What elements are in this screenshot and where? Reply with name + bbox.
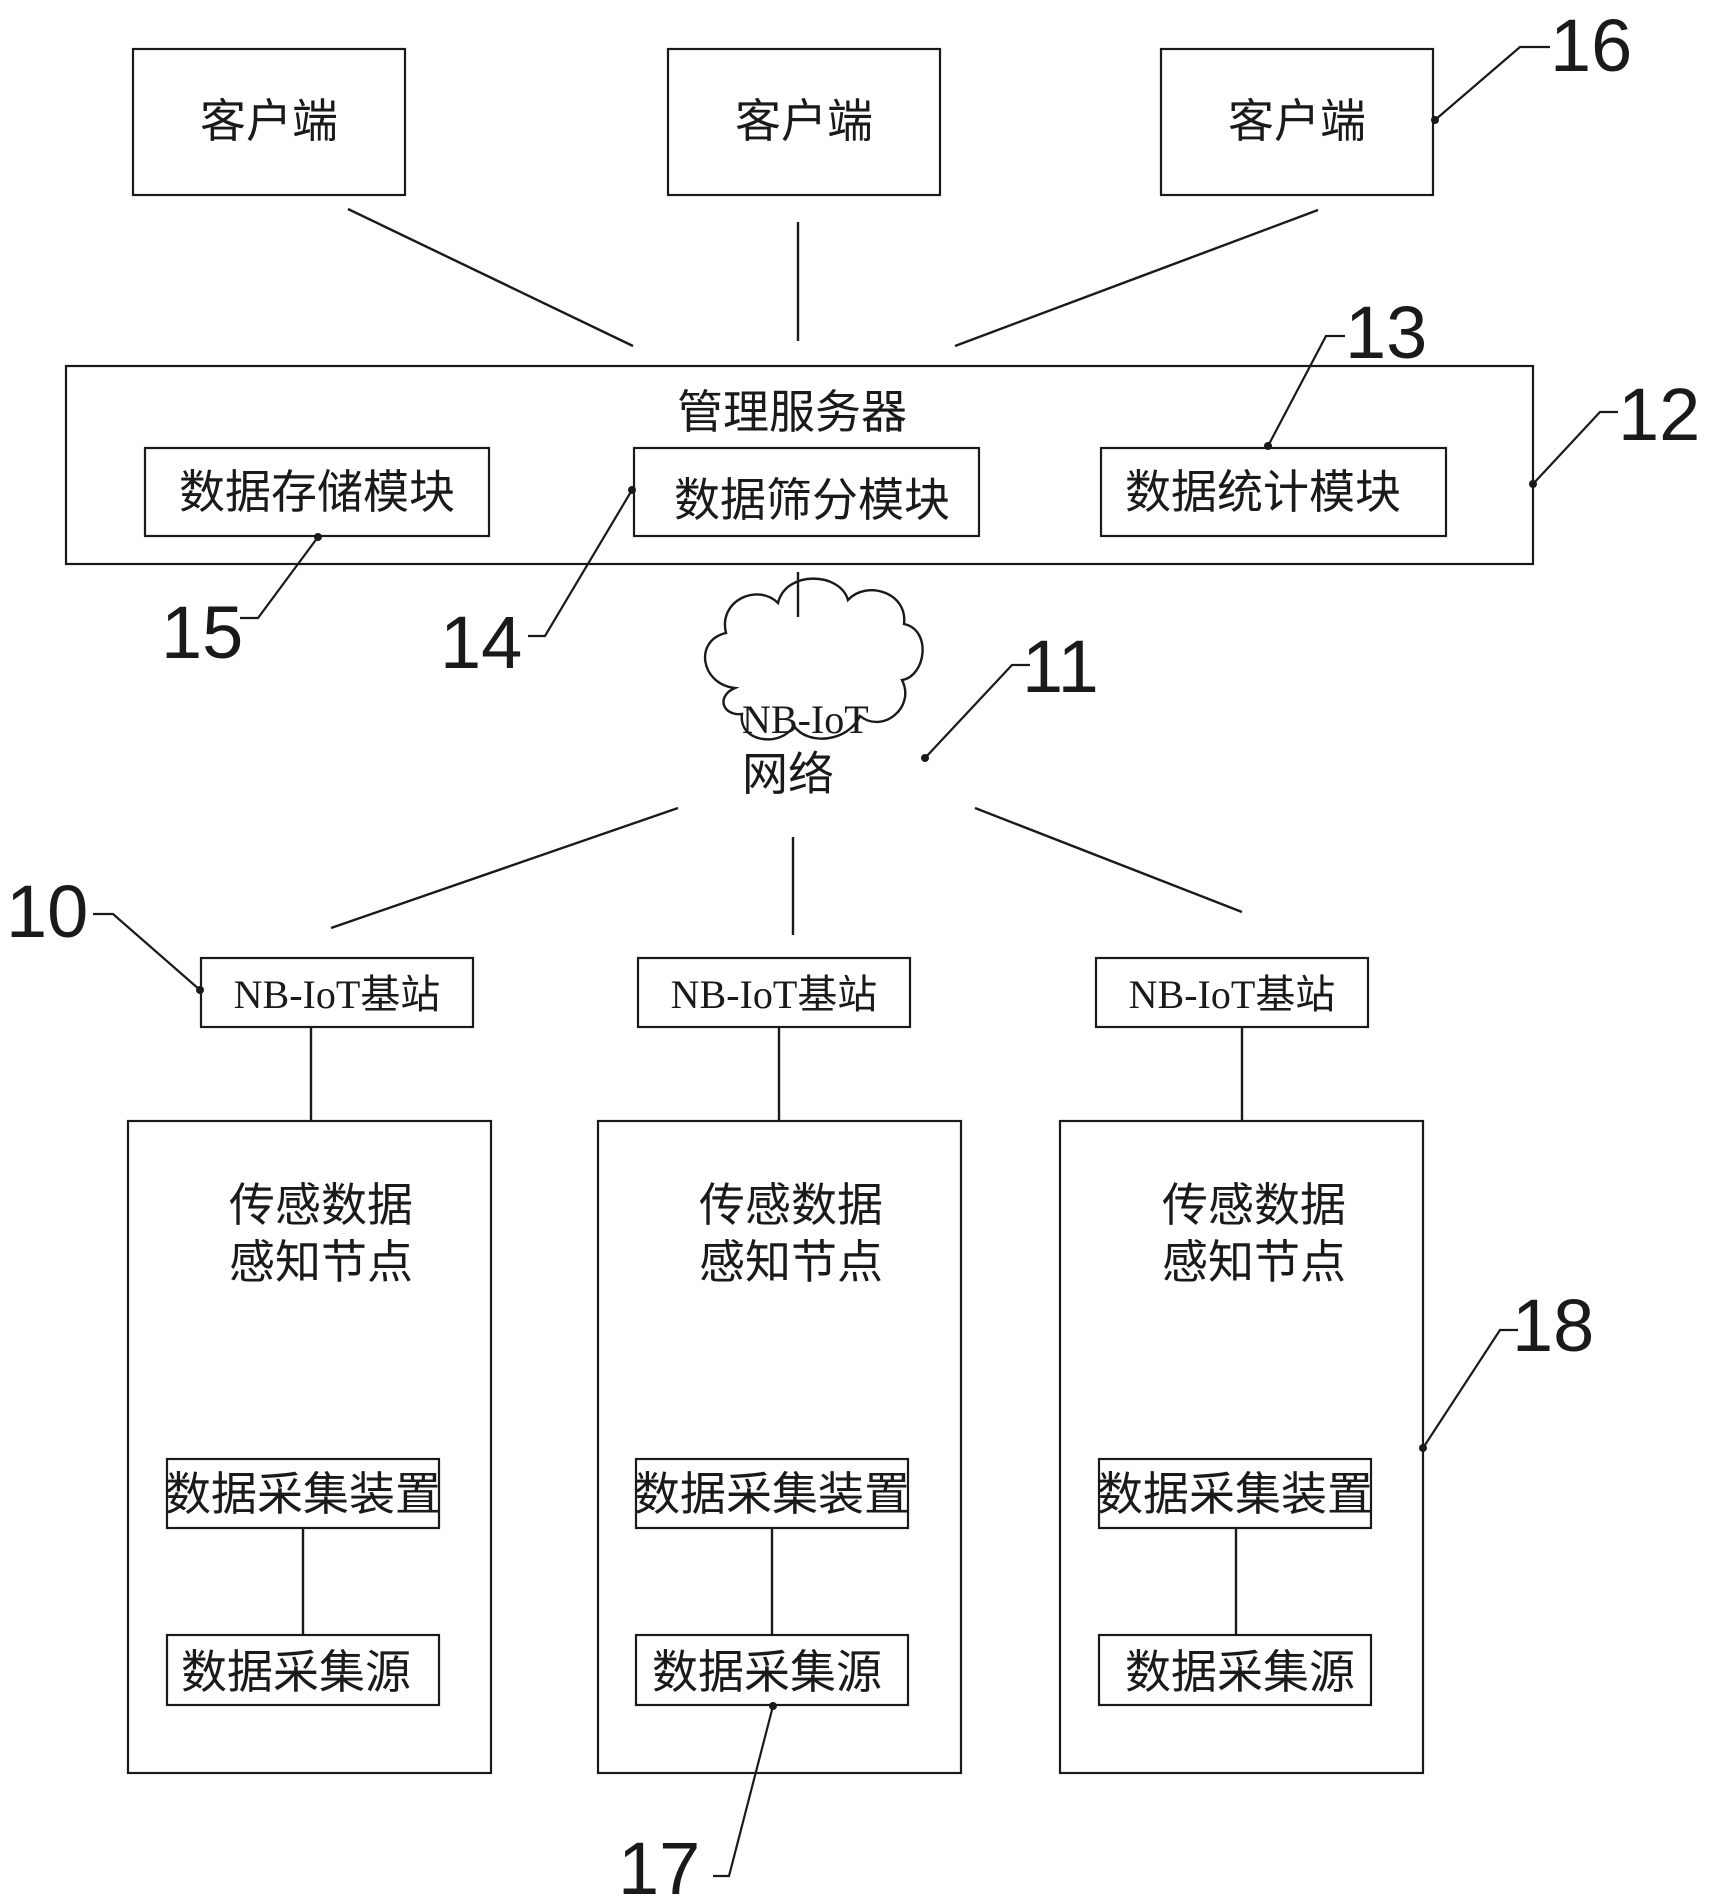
data-collection-device-box-1: [165, 1457, 441, 1530]
data-collection-device-label-2: 数据采集装置: [634, 1467, 910, 1521]
network-label-line1: NB-IoT: [742, 697, 869, 742]
data-collection-device-box-2: [634, 1457, 910, 1530]
ref-numeral-11: 11: [1022, 625, 1099, 708]
ref-numeral-17: 17: [618, 1827, 700, 1901]
connector-client1-server: [347, 207, 634, 348]
leader-13: [1267, 334, 1345, 447]
data-collection-source-label-2: 数据采集源: [652, 1645, 882, 1699]
leader-14: [528, 489, 633, 638]
data-collection-source-label-1: 数据采集源: [181, 1645, 411, 1699]
base-station-label-2: NB-IoT基站: [671, 972, 878, 1017]
leader-15: [240, 536, 319, 620]
leader-11: [924, 663, 1030, 759]
leader-18-dot: [1419, 1444, 1427, 1452]
nbiot-network-cloud: NB-IoT 网络: [703, 577, 924, 801]
base-station-box-2: NB-IoT基站: [636, 956, 912, 1029]
ref-numeral-12: 12: [1618, 373, 1700, 456]
sensor-node-title-1b: 感知节点: [229, 1235, 413, 1289]
storage-module-box: 数据存储模块: [143, 446, 491, 538]
sensor-node-title-2a: 传感数据: [699, 1178, 883, 1232]
data-collection-source-box-3: [1097, 1633, 1373, 1707]
leader-16-dot: [1431, 116, 1439, 124]
data-collection-source-label-3: 数据采集源: [1125, 1645, 1355, 1699]
filter-module-box: 数据筛分模块: [632, 446, 981, 538]
data-collection-source-box-1: [165, 1633, 441, 1707]
connector-network-bs3: [974, 806, 1243, 914]
sensor-node-title-2b: 感知节点: [699, 1235, 883, 1289]
data-collection-device-box-3: [1097, 1457, 1373, 1530]
ref-numeral-15: 15: [161, 591, 243, 674]
statistics-module-box: 数据统计模块: [1099, 446, 1448, 538]
client-label-3: 客户端: [1228, 94, 1366, 148]
sensor-node-box-1: 传感数据 感知节点 数据采集装置 数据采集源: [126, 1119, 493, 1775]
ref-numeral-10: 10: [6, 870, 88, 953]
leader-12: [1532, 410, 1618, 485]
leader-15-dot: [314, 533, 322, 541]
sensor-node-title-1a: 传感数据: [229, 1178, 413, 1232]
leader-17-dot: [769, 1702, 777, 1710]
leader-11-dot: [921, 754, 929, 762]
leader-18: [1422, 1328, 1518, 1449]
connector-network-bs1: [330, 806, 679, 930]
leader-10: [93, 912, 201, 991]
sensor-node-title-3a: 传感数据: [1162, 1178, 1346, 1232]
cloud-shape: [703, 577, 924, 741]
leader-13-dot: [1264, 442, 1272, 450]
client-label-1: 客户端: [200, 94, 338, 148]
client-box-3: 客户端: [1159, 47, 1435, 197]
client-box-1: 客户端: [131, 47, 407, 197]
leader-14-dot: [628, 486, 636, 494]
statistics-module-label: 数据统计模块: [1125, 465, 1401, 519]
sensor-node-title-3b: 感知节点: [1162, 1235, 1346, 1289]
ref-numeral-14: 14: [440, 601, 522, 684]
filter-module-label: 数据筛分模块: [674, 473, 950, 527]
leader-12-dot: [1529, 480, 1537, 488]
sensor-node-box-2: 传感数据 感知节点 数据采集装置 数据采集源: [596, 1119, 963, 1775]
client-label-2: 客户端: [735, 94, 873, 148]
client-box-2: 客户端: [666, 47, 942, 197]
base-station-box-1: NB-IoT基站: [199, 956, 475, 1029]
data-collection-device-label-3: 数据采集装置: [1097, 1467, 1373, 1521]
leader-17: [713, 1705, 775, 1878]
base-station-label-1: NB-IoT基站: [234, 972, 441, 1017]
sensor-node-box-3: 传感数据 感知节点 数据采集装置 数据采集源: [1058, 1119, 1425, 1775]
ref-numeral-16: 16: [1550, 4, 1632, 87]
storage-module-label: 数据存储模块: [179, 465, 455, 519]
base-station-label-3: NB-IoT基站: [1129, 972, 1336, 1017]
leader-10-dot: [196, 986, 204, 994]
ref-numeral-13: 13: [1345, 291, 1427, 374]
connector-client3-server: [954, 208, 1319, 348]
base-station-box-3: NB-IoT基站: [1094, 956, 1370, 1029]
data-collection-device-label-1: 数据采集装置: [165, 1467, 441, 1521]
server-title: 管理服务器: [677, 385, 907, 439]
ref-numeral-18: 18: [1512, 1284, 1594, 1367]
data-collection-source-box-2: [634, 1633, 910, 1707]
leader-16: [1434, 45, 1550, 121]
network-label-line2: 网络: [742, 747, 834, 801]
